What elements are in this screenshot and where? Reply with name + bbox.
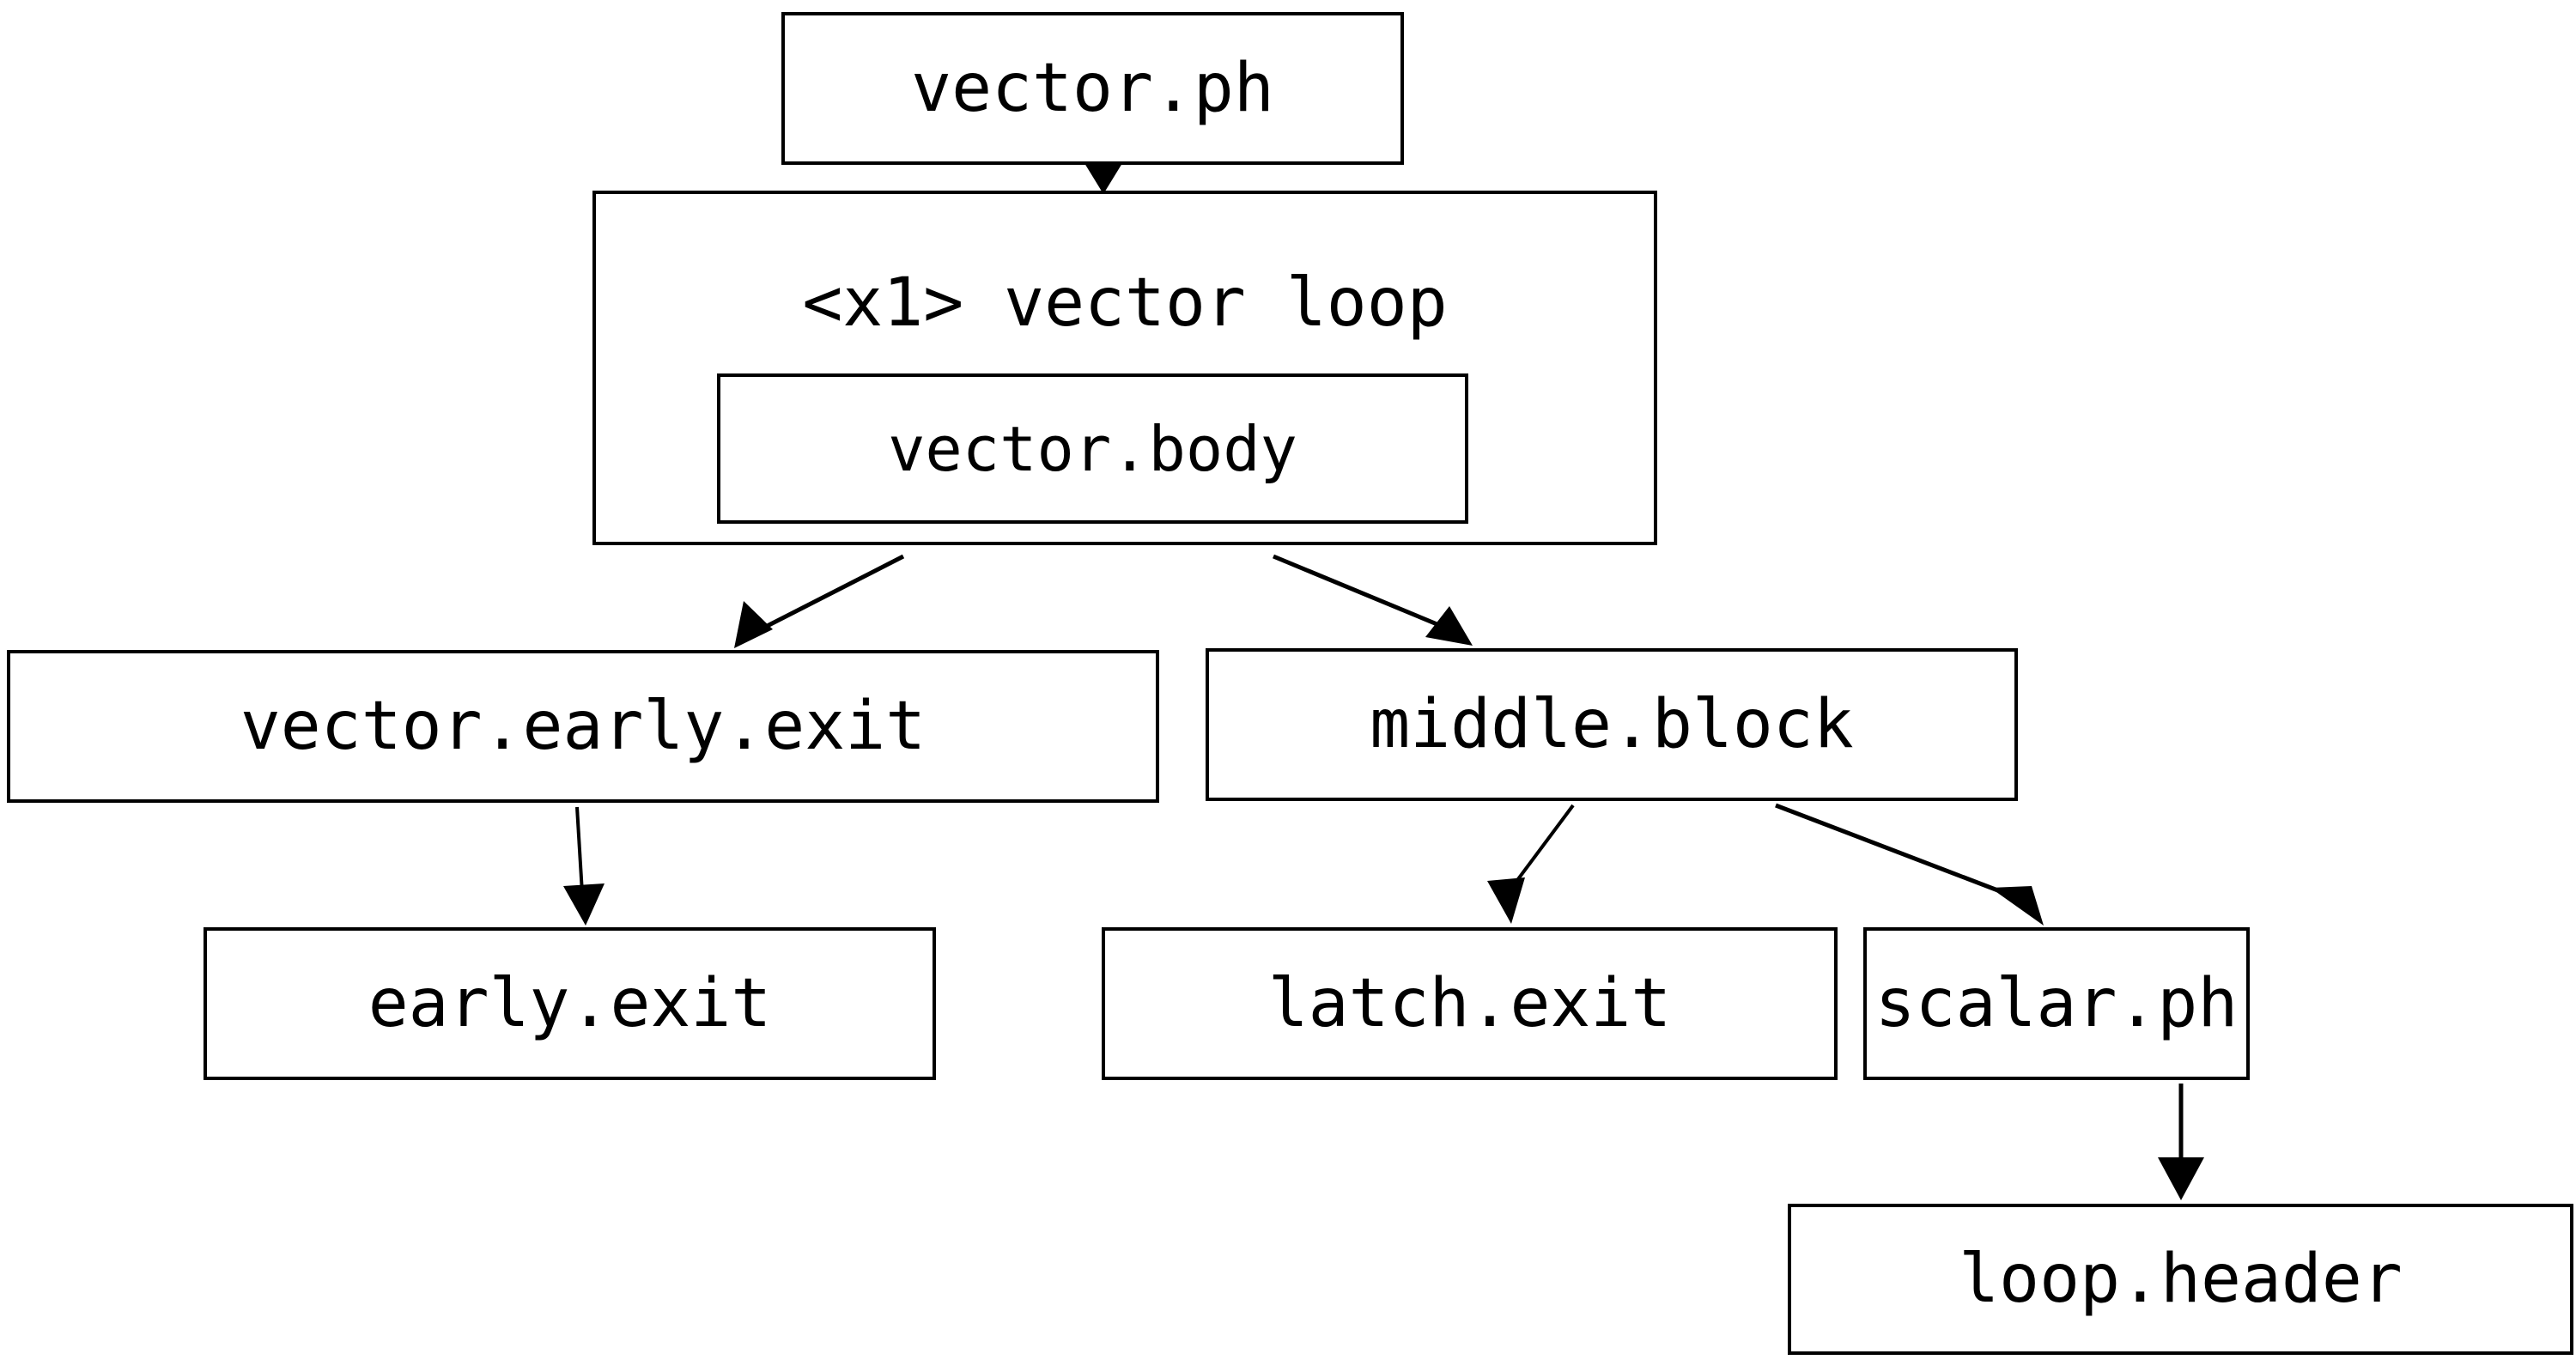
node-loop-header[interactable]: loop.header: [1788, 1204, 2573, 1355]
node-scalar-ph-label: scalar.ph: [1874, 965, 2239, 1042]
node-vector-body-label: vector.body: [888, 412, 1297, 485]
node-vector-ph-label: vector.ph: [911, 50, 1274, 127]
node-latch-exit[interactable]: latch.exit: [1102, 927, 1838, 1080]
node-early-exit-label: early.exit: [368, 965, 772, 1042]
edge-middle-block-to-scalar-ph: [1775, 803, 2044, 926]
node-vector-body[interactable]: vector.body: [717, 373, 1468, 524]
node-latch-exit-label: latch.exit: [1267, 965, 1672, 1042]
edge-vector-loop-to-middle-block: [1273, 554, 1473, 646]
node-early-exit[interactable]: early.exit: [204, 927, 936, 1080]
node-middle-block[interactable]: middle.block: [1206, 648, 2018, 801]
node-loop-header-label: loop.header: [1959, 1241, 2403, 1318]
edge-middle-block-to-latch-exit: [1487, 804, 1575, 924]
edge-vector-loop-to-vector-early-exit: [734, 554, 905, 648]
node-vector-ph[interactable]: vector.ph: [781, 12, 1404, 165]
edge-scalar-ph-to-loop-header: [2158, 1084, 2204, 1200]
node-vector-loop-label: <x1> vector loop: [802, 264, 1448, 342]
node-middle-block-label: middle.block: [1370, 686, 1854, 763]
node-vector-early-exit[interactable]: vector.early.exit: [7, 650, 1159, 803]
node-scalar-ph[interactable]: scalar.ph: [1863, 927, 2250, 1080]
edge-vector-early-exit-to-early-exit: [563, 806, 605, 926]
node-vector-early-exit-label: vector.early.exit: [240, 688, 927, 765]
